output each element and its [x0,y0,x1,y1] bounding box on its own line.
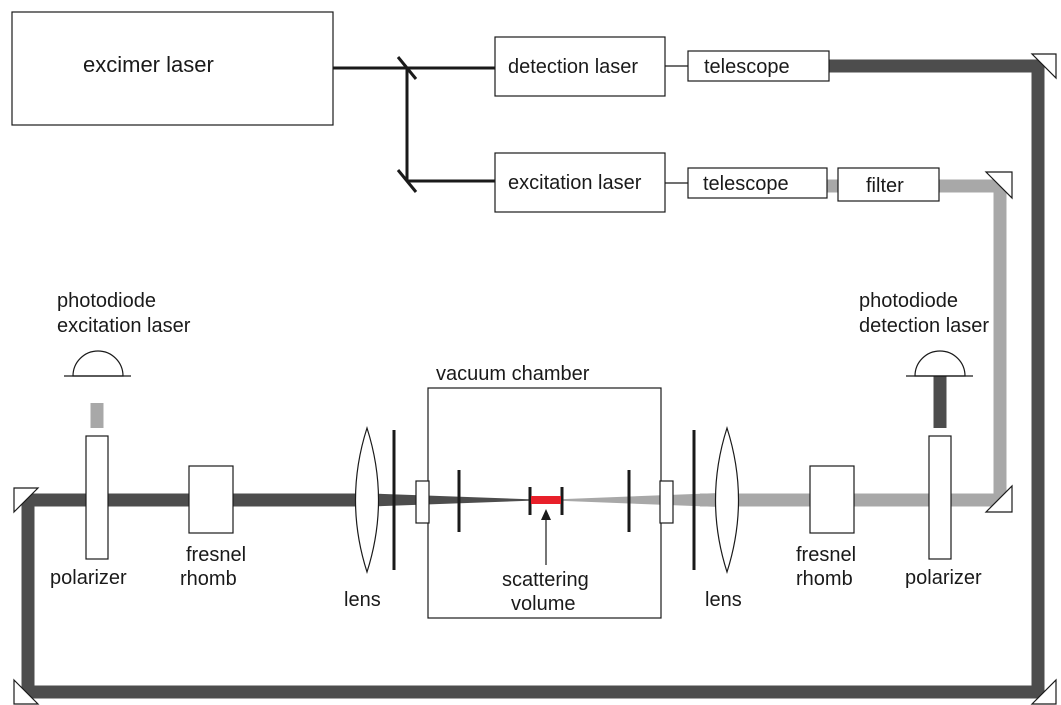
telescope-top-label: telescope [704,56,790,78]
photodiode-left-dome [72,350,124,377]
polarizer-left-box [85,435,109,560]
photodiode-left-label-line1: photodiode [57,290,156,312]
prism-bottom-right-detection [1030,678,1057,705]
fresnel-rhomb-left-label-line2: rhomb [180,568,237,590]
turning-mirror [396,169,418,193]
photodiode-right-label-line1: photodiode [859,290,958,312]
lens-left-shape [354,426,380,574]
scattering-volume-label-line1: scattering [502,569,589,591]
polarizer-left-label: polarizer [50,567,127,589]
detection-focus-cone [358,493,550,507]
polarizer-right-box [928,435,952,560]
window-left [415,480,430,524]
prism-top-right-excitation [984,171,1013,200]
scattering-volume [531,496,561,504]
telescope-mid-box [687,167,828,199]
fresnel-rhomb-left-label-line1: fresnel [186,544,246,566]
prism-right-excitation [984,484,1013,513]
excitation-laser-box [494,152,666,213]
prism-top-right-detection [1030,53,1057,80]
prism-left-detection [13,487,40,514]
fresnel-rhomb-right-label-line2: rhomb [796,568,853,590]
prism-bottom-left-detection [13,678,40,705]
scattering-volume-label-line2: volume [511,593,575,615]
photodiode-right-label-line2: detection laser [859,315,989,337]
lens-left-label: lens [344,589,381,611]
excimer-laser-box [11,11,334,126]
excitation-laser-label: excitation laser [508,172,642,194]
fresnel-rhomb-right-box [809,465,855,534]
telescope-mid-label: telescope [703,173,789,195]
filter-label: filter [866,175,904,197]
photodiode-left-label-line2: excitation laser [57,315,191,337]
photodiode-right-dome [914,350,966,377]
fresnel-rhomb-right-label-line1: fresnel [796,544,856,566]
lens-right-shape [714,426,740,574]
beam-splitter-mirror [396,56,418,80]
pump-beam [333,66,495,183]
detection-laser-label: detection laser [508,56,638,78]
scattering-arrow-head [541,509,551,520]
window-right [659,480,674,524]
excimer-laser-label: excimer laser [83,52,214,77]
telescope-top-box [687,50,830,82]
filter-box [837,167,940,202]
fresnel-rhomb-left-box [188,465,234,534]
polarizer-right-label: polarizer [905,567,982,589]
vacuum-chamber-label: vacuum chamber [436,363,590,385]
excitation-beam [90,179,1007,507]
detection-laser-box [494,36,666,97]
lens-right-label: lens [705,589,742,611]
